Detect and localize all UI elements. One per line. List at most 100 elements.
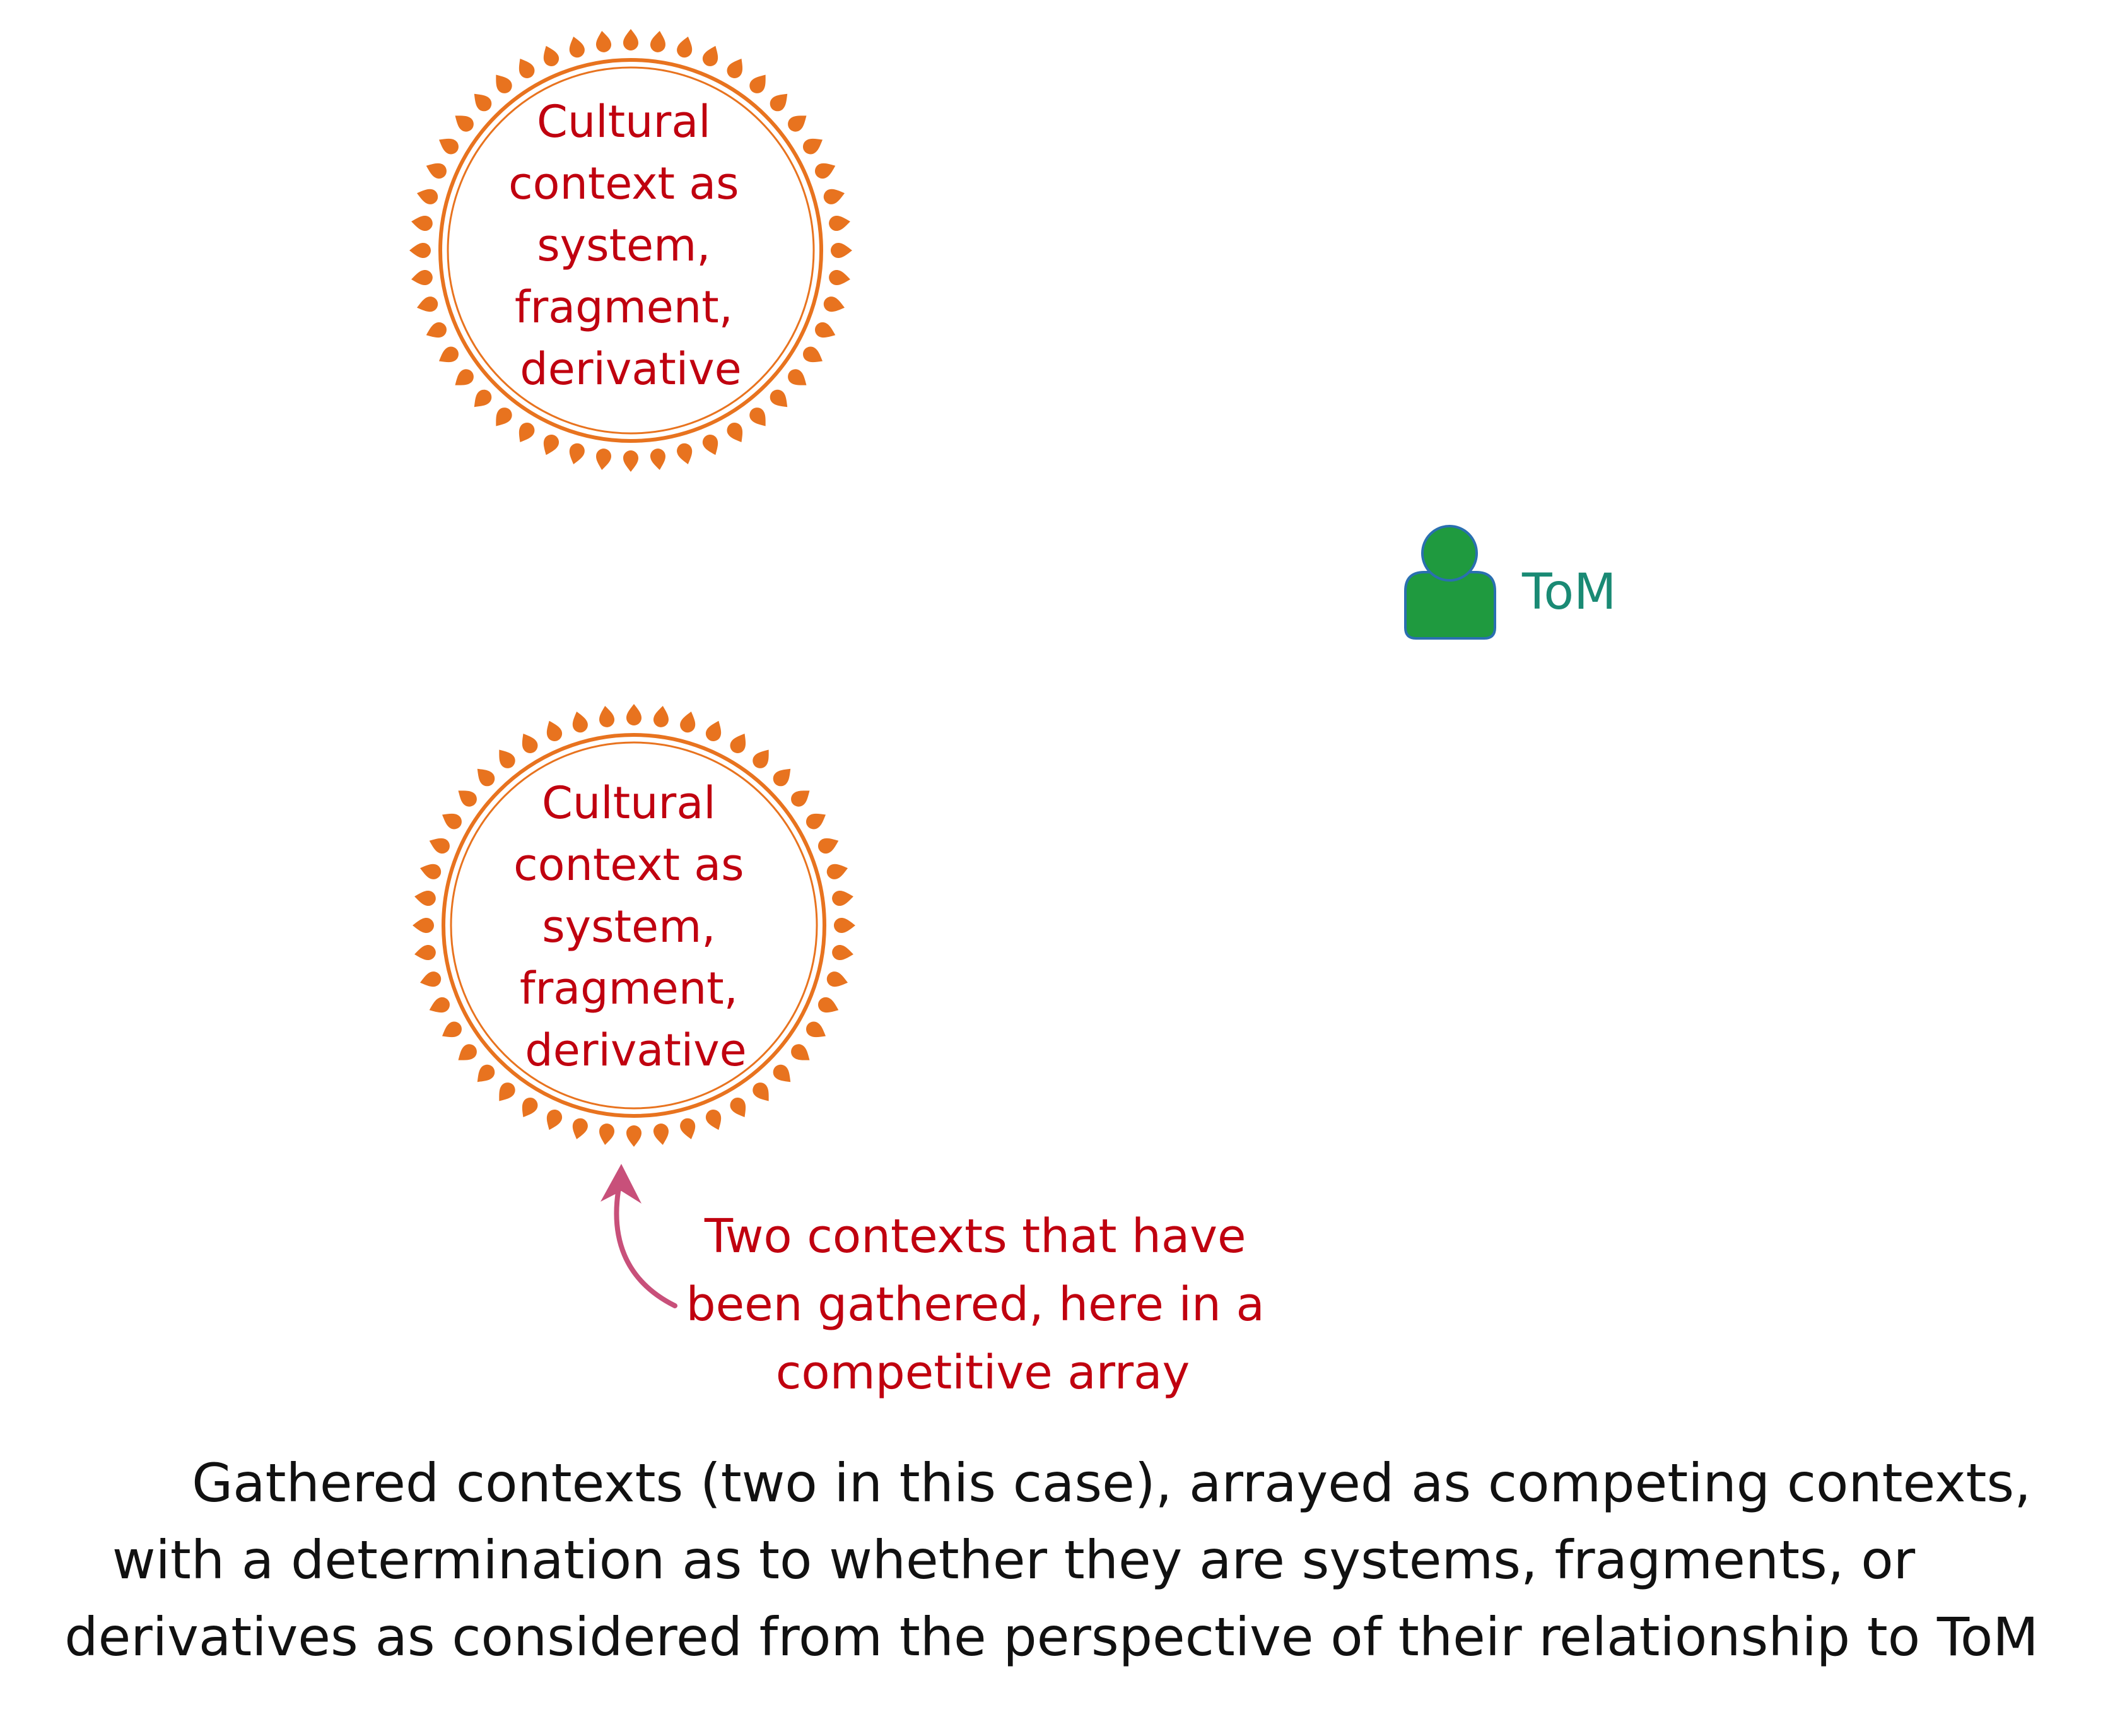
- context-node-1-dot: [749, 74, 766, 93]
- callout-line-1: Two contexts that have: [704, 1209, 1246, 1264]
- context-node-1-dot: [650, 31, 665, 52]
- context-node-1-line-1: Cultural: [537, 96, 711, 148]
- context-node-1-dot: [426, 322, 447, 338]
- context-node-1-dot: [543, 45, 559, 66]
- context-node-1-dot: [569, 36, 585, 58]
- context-node-1-dot: [496, 408, 512, 426]
- context-node-2-dot: [414, 944, 436, 960]
- context-node-1-dot: [455, 115, 474, 132]
- context-node-2-dot: [477, 768, 495, 787]
- context-node-1-dot: [677, 443, 693, 465]
- callout-arrowhead: [600, 1164, 641, 1204]
- context-node-1-outer-ring: [438, 58, 823, 443]
- context-node-1-line-5: derivative: [520, 343, 741, 395]
- person-label: ToM: [1521, 564, 1616, 621]
- context-node-1-dot: [623, 29, 638, 50]
- context-node-1: Cultural context as system, fragment, de…: [409, 29, 852, 472]
- person-icon-body: [1404, 571, 1496, 640]
- context-node-2-dot: [572, 711, 588, 733]
- context-node-2-dot: [572, 1118, 588, 1140]
- context-node-1-dot: [770, 389, 788, 408]
- context-node-2-dot: [806, 1021, 826, 1038]
- context-node-1-dot: [496, 74, 512, 93]
- context-node-2-dot: [419, 864, 442, 879]
- caption-line-3: derivatives as considered from the persp…: [64, 1606, 2039, 1668]
- context-node-2-dot: [442, 813, 462, 830]
- context-node-2-dot: [806, 813, 826, 830]
- context-node-2-dot: [773, 1064, 791, 1082]
- context-node-1-dot: [702, 435, 718, 455]
- context-node-2-dot: [826, 864, 848, 879]
- person-icon: [1404, 525, 1496, 640]
- context-node-1-dot: [749, 408, 766, 426]
- context-node-2-dot: [546, 720, 563, 741]
- context-node-2-dot: [791, 790, 810, 807]
- callout-arrow: [614, 1178, 677, 1308]
- context-node-1-dot: [770, 93, 788, 112]
- context-node-1-dot: [569, 443, 585, 465]
- context-node-1-dot: [803, 346, 823, 363]
- context-node-2-dot: [834, 918, 855, 933]
- context-node-1-dot: [803, 138, 823, 155]
- callout-line-3: competitive array: [776, 1346, 1190, 1400]
- context-node-1-dot: [409, 243, 431, 258]
- context-node-1-dot: [829, 216, 850, 232]
- context-node-2-dot: [599, 706, 615, 727]
- context-node-1-dot: [518, 423, 535, 443]
- context-node-1-dot: [823, 189, 845, 204]
- context-node-2-dot: [414, 891, 436, 906]
- context-node-2-dot: [546, 1110, 563, 1130]
- context-node-2-dot: [499, 749, 515, 768]
- context-node-2-dot: [626, 704, 641, 725]
- context-node-2-line-2: context as: [513, 839, 744, 891]
- context-node-2-line-1: Cultural: [542, 777, 716, 829]
- context-node-1-dot: [518, 58, 535, 78]
- context-node-1-dot: [474, 93, 492, 112]
- context-node-2: Cultural context as system, fragment, de…: [413, 704, 855, 1147]
- context-node-1-dot: [411, 216, 433, 232]
- context-node-2-dot: [705, 720, 722, 741]
- context-node-1-dot: [727, 58, 743, 78]
- context-node-2-dot: [753, 1082, 769, 1101]
- context-node-1-dot: [411, 269, 433, 285]
- context-node-1-dot: [829, 269, 850, 285]
- context-node-2-dot: [705, 1110, 722, 1130]
- context-node-2-dot: [599, 1123, 615, 1145]
- context-node-2-dot: [442, 1021, 462, 1038]
- context-node-2-dot: [522, 1098, 538, 1118]
- person-icon-head: [1421, 525, 1478, 582]
- context-node-1-dot: [727, 423, 743, 443]
- context-node-2-dot: [730, 1098, 746, 1118]
- context-node-1-dot: [543, 435, 559, 455]
- context-node-1-dot: [438, 346, 459, 363]
- context-node-2-dot: [680, 1118, 696, 1140]
- context-node-2-dot: [499, 1082, 515, 1101]
- context-node-2-dot: [826, 971, 848, 987]
- context-node-2-dot: [818, 838, 839, 854]
- context-node-1-dot: [702, 45, 718, 66]
- context-node-2-label: Cultural context as system, fragment, de…: [513, 777, 758, 1076]
- context-node-2-dot: [773, 768, 791, 787]
- context-node-2-dot: [522, 733, 538, 753]
- context-node-1-dot: [677, 36, 693, 58]
- context-node-2-dot: [730, 733, 746, 753]
- callout-line-2: been gathered, here in a: [686, 1277, 1265, 1332]
- context-node-2-dot: [429, 838, 450, 854]
- context-node-2-dot-ring: [413, 704, 855, 1147]
- context-node-2-dot: [626, 1125, 641, 1147]
- context-node-1-dot: [831, 243, 852, 258]
- context-node-1-line-3: system,: [537, 220, 710, 271]
- context-node-2-dot: [413, 918, 434, 933]
- context-node-2-dot: [653, 706, 669, 727]
- context-node-2-outer-ring: [442, 733, 826, 1118]
- context-node-2-dot: [653, 1123, 669, 1145]
- context-node-1-line-4: fragment,: [515, 281, 733, 333]
- context-node-1-dot: [474, 389, 492, 408]
- context-node-1-dot: [596, 449, 612, 470]
- caption-line-2: with a determination as to whether they …: [112, 1529, 1916, 1591]
- callout-label: Two contexts that have been gathered, he…: [686, 1209, 1280, 1400]
- context-node-2-dot: [680, 711, 696, 733]
- context-node-2-line-3: system,: [542, 901, 715, 953]
- context-node-2-dot: [458, 790, 477, 807]
